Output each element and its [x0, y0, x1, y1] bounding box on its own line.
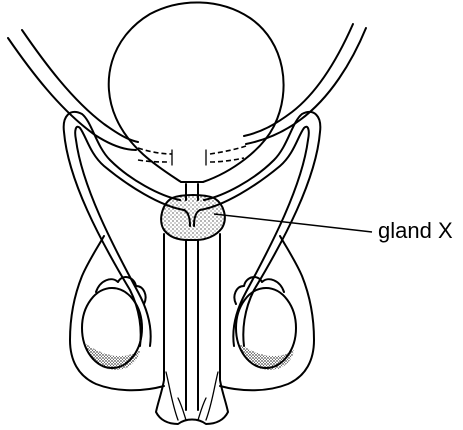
right-ureter-opening-lower [210, 158, 244, 162]
penis [156, 234, 228, 424]
bladder [109, 2, 284, 182]
right-ureter-opening [210, 146, 246, 154]
right-testis-shading [240, 344, 294, 370]
left-testis-shading [86, 344, 140, 370]
gland-x-label: gland X [378, 218, 453, 244]
gland-x [161, 195, 225, 240]
left-ureter-opening-lower [138, 160, 170, 162]
